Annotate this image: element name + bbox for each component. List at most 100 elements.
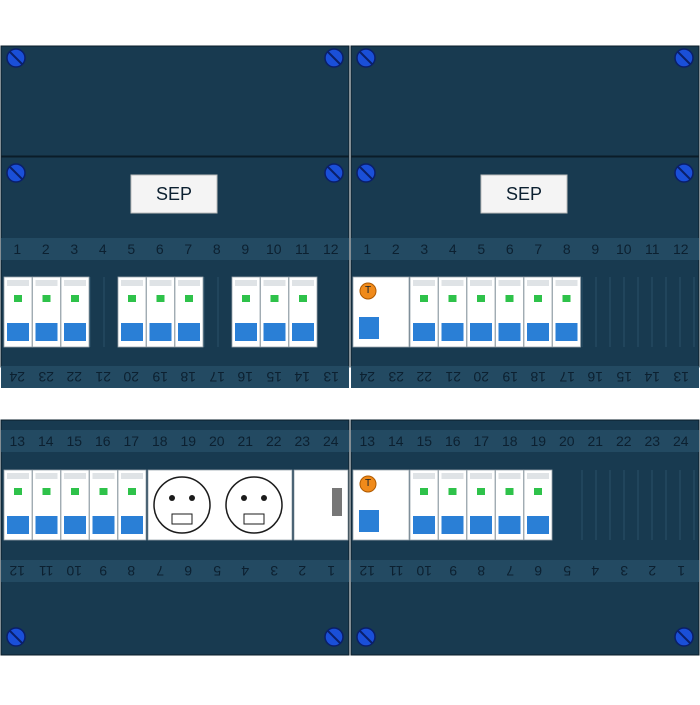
breaker-label-strip (121, 473, 143, 479)
module-number: 5 (477, 241, 486, 257)
socket-pin (189, 495, 195, 501)
breaker-label-strip (527, 280, 549, 286)
module-number: 9 (241, 241, 250, 257)
breaker-indicator (14, 295, 22, 302)
top-cover-panel (350, 45, 700, 157)
breaker-indicator (14, 488, 22, 495)
module-number-rotated: 8 (127, 563, 136, 579)
breaker-indicator (185, 295, 193, 302)
breaker-toggle (292, 323, 314, 341)
module-number-rotated: 14 (294, 369, 311, 385)
module-number: 8 (212, 241, 221, 257)
brand-plate (130, 174, 218, 214)
module-number-rotated: 7 (155, 563, 164, 579)
module-number-rotated: 20 (473, 369, 490, 385)
module-number-rotated: 15 (615, 369, 632, 385)
socket-icon (153, 476, 211, 534)
module-number-rotated: 20 (123, 369, 140, 385)
screw-slot (359, 630, 373, 644)
breaker-indicator (156, 295, 165, 302)
module-number-rotated: 9 (98, 563, 107, 579)
rcd-test-button (359, 475, 377, 493)
module-number-rotated: 13 (672, 369, 689, 385)
module-number-rotated: 6 (534, 563, 543, 579)
module-number-rotated: 11 (38, 563, 54, 579)
breaker-toggle (121, 516, 143, 534)
module-number-rotated: 18 (180, 369, 197, 385)
screw-slot (677, 630, 691, 644)
module-number: 21 (237, 433, 254, 449)
breaker-toggle (35, 323, 58, 341)
module-number: 11 (294, 241, 310, 257)
breaker-indicator (42, 488, 51, 495)
breaker-indicator (505, 488, 514, 495)
screw-slot (677, 51, 691, 65)
module-number: 20 (208, 433, 225, 449)
module-number: 19 (530, 433, 547, 449)
breaker-toggle (7, 516, 29, 534)
brand-plate (480, 174, 568, 214)
socket-icon (225, 476, 283, 534)
ce-mark-icon (243, 513, 265, 525)
breaker-toggle (7, 323, 29, 341)
breaker-indicator (534, 295, 542, 302)
module-number-rotated: 3 (269, 563, 278, 579)
breaker-toggle (470, 323, 492, 341)
screw-slot (9, 166, 23, 180)
brand-logo: SEP (155, 184, 193, 204)
breaker-indicator (71, 488, 79, 495)
breaker-toggle (527, 323, 549, 341)
module-number-rotated: 15 (265, 369, 282, 385)
rcd-toggle (359, 510, 379, 532)
breaker-indicator (71, 295, 79, 302)
module-number: 12 (672, 241, 689, 257)
rotated-number-strip (1, 560, 349, 582)
breaker-label-strip (64, 280, 86, 286)
module-number: 17 (123, 433, 140, 449)
screw-slot (677, 166, 691, 180)
rotated-number-strip (351, 560, 699, 582)
module-number-rotated: 24 (9, 369, 26, 385)
breaker-indicator (420, 295, 428, 302)
module-number-rotated: 11 (388, 563, 404, 579)
rcd-toggle (359, 317, 379, 339)
module-number-rotated: 7 (505, 563, 514, 579)
module-number-rotated: 24 (359, 369, 376, 385)
socket-pin (261, 495, 267, 501)
module-number: 22 (615, 433, 632, 449)
breaker-label-strip (470, 280, 492, 286)
breaker-toggle (498, 516, 521, 534)
module-number: 19 (180, 433, 197, 449)
module-number: 16 (444, 433, 461, 449)
module-number-strip (1, 430, 349, 452)
breaker-toggle (470, 516, 492, 534)
screw-slot (359, 166, 373, 180)
module-number-rotated: 19 (501, 369, 518, 385)
breaker-label-strip (235, 280, 257, 286)
module-number: 22 (265, 433, 282, 449)
breaker-toggle (178, 323, 200, 341)
breaker-indicator (270, 295, 279, 302)
module-number: 6 (505, 241, 514, 257)
module-number: 7 (534, 241, 543, 257)
module-number-rotated: 5 (212, 563, 221, 579)
module-number-rotated: 21 (444, 369, 461, 385)
socket-pin (169, 495, 175, 501)
breaker-toggle (413, 323, 435, 341)
module-number-rotated: 12 (359, 563, 376, 579)
screw-slot (9, 51, 23, 65)
screw-slot (327, 630, 341, 644)
module-number: 15 (416, 433, 433, 449)
module-number: 21 (587, 433, 604, 449)
breaker-label-strip (7, 473, 29, 479)
breaker-label-strip (35, 473, 58, 479)
breaker-indicator (505, 295, 514, 302)
breaker-indicator (128, 488, 136, 495)
screw-slot (9, 630, 23, 644)
module-number: 10 (265, 241, 282, 257)
module-number-rotated: 9 (448, 563, 457, 579)
module-number-rotated: 5 (562, 563, 571, 579)
ce-mark-icon (171, 513, 193, 525)
breaker-label-strip (470, 473, 492, 479)
module-number: 17 (473, 433, 490, 449)
